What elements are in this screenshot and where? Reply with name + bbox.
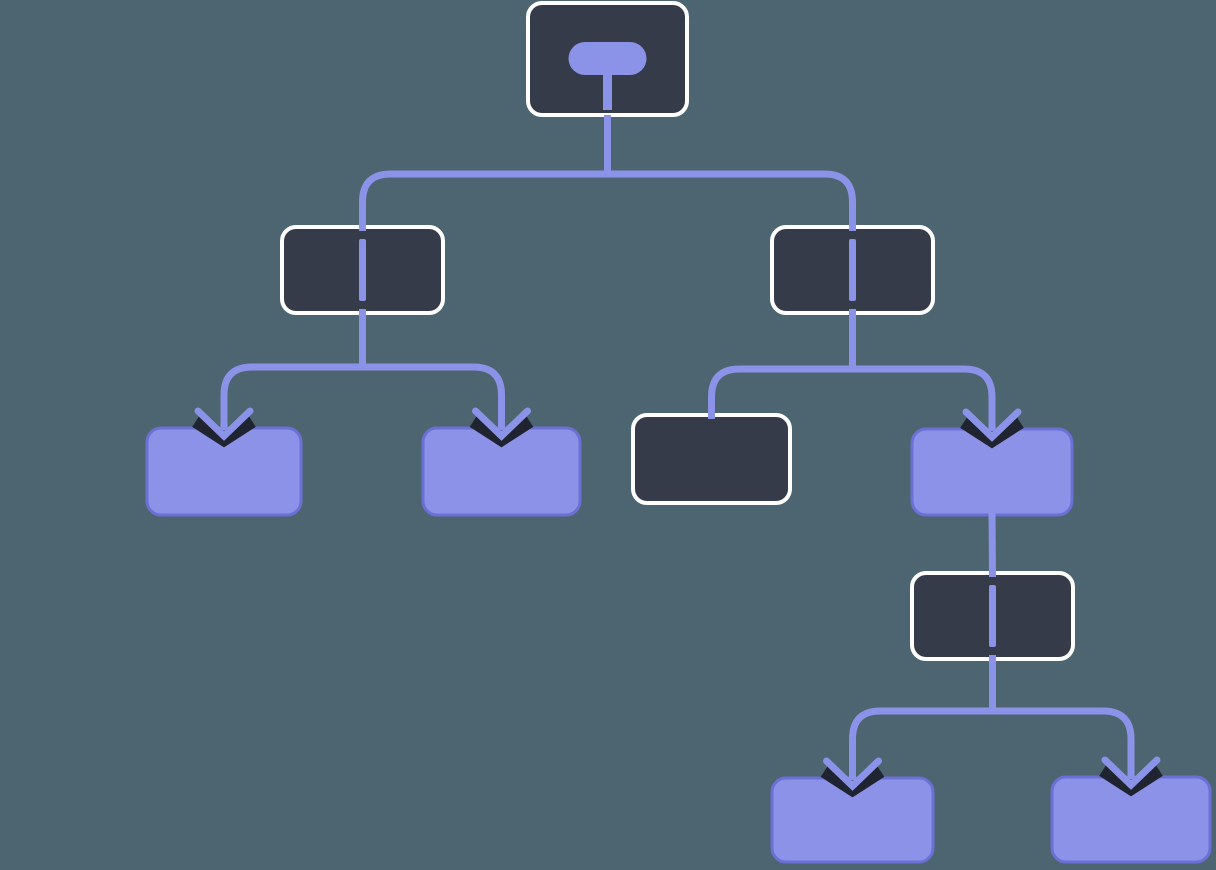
node-pill-shape [568, 42, 647, 75]
arrowhead-down-icon [472, 407, 531, 441]
arrowhead-down-icon [823, 757, 882, 791]
arrowhead-down-icon [194, 407, 254, 441]
connector-edge-3 [708, 309, 996, 437]
tree-node-mid-plain [631, 413, 792, 505]
node-pill-stem [603, 73, 612, 110]
arrowhead-down-icon [1101, 756, 1161, 790]
node-divider-line [989, 585, 996, 647]
node-divider-line [849, 239, 856, 301]
connector-edge-1 [359, 115, 856, 231]
connector-edge-4 [988, 510, 996, 578]
connector-edge-5 [849, 655, 1135, 786]
node-divider-line [359, 239, 366, 301]
connector-edge-2 [220, 309, 505, 436]
arrowhead-down-icon [962, 408, 1022, 442]
